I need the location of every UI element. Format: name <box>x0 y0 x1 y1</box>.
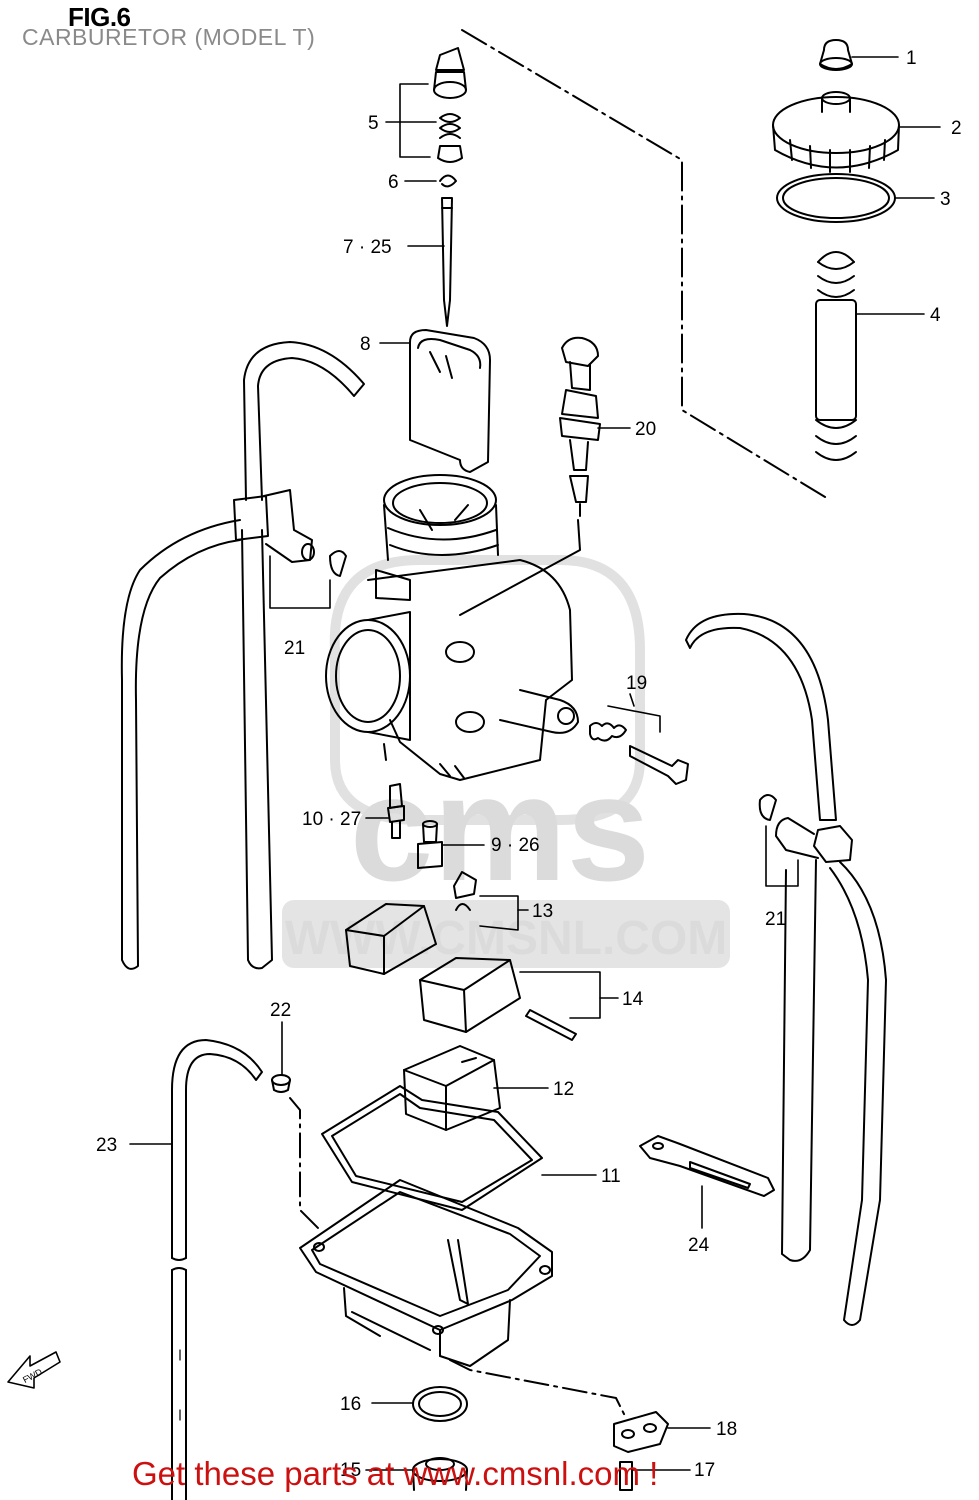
callout-6: 6 <box>388 172 399 193</box>
assembly-line-top <box>461 29 831 501</box>
callout-16: 16 <box>340 1394 361 1415</box>
figure-subtitle: CARBURETOR (MODEL T) <box>22 24 316 50</box>
assembly-line-bowl <box>289 1097 321 1231</box>
part-13-float-valve <box>453 871 519 931</box>
part-23-hose <box>171 1039 263 1500</box>
callout-22: 22 <box>270 1000 291 1021</box>
part-22-clamp <box>271 1074 291 1093</box>
part-16-o-ring <box>412 1386 468 1422</box>
callout-23: 23 <box>96 1135 117 1156</box>
part-17-screw <box>619 1461 633 1491</box>
callout-15: 15 <box>340 1460 361 1481</box>
part-1-cap <box>819 39 853 71</box>
assembly-line-drain <box>449 1359 627 1419</box>
fwd-label: FWD <box>21 1366 44 1385</box>
callout-10-27: 10 · 27 <box>302 809 361 830</box>
part-19-pilot-screw <box>589 705 689 785</box>
callout-1: 1 <box>906 48 917 69</box>
callout-4: 4 <box>930 305 941 326</box>
part-8-throttle-valve <box>409 329 491 473</box>
part-9-needle-jet <box>417 820 443 869</box>
part-2-top-cap <box>772 91 900 173</box>
part-3-o-ring <box>776 173 896 223</box>
part-14-float <box>345 903 601 1041</box>
footer-link[interactable]: Get these parts at www.cmsnl.com ! <box>132 1455 659 1492</box>
callout-9-26: 9 · 26 <box>491 835 540 856</box>
callout-21-right: 21 <box>765 909 786 930</box>
callout-5: 5 <box>368 113 379 134</box>
callout-11: 11 <box>601 1166 621 1187</box>
part-18-plate <box>613 1411 669 1453</box>
part-20-throttle-stop-screw <box>559 336 601 517</box>
callout-13: 13 <box>532 901 553 922</box>
part-11-gasket <box>321 1085 543 1211</box>
carburetor-body <box>325 474 581 781</box>
callout-18: 18 <box>716 1419 737 1440</box>
part-21-hose-left <box>120 341 365 970</box>
callout-7-25: 7 · 25 <box>343 237 392 258</box>
callout-labels: 1 2 3 4 5 6 7 · 25 8 20 21 19 10 · 27 9 … <box>21 48 962 1481</box>
callout-12: 12 <box>553 1079 574 1100</box>
figure-title: FIG.6 <box>68 2 131 32</box>
part-5-spring-set <box>399 47 467 163</box>
float-bowl <box>299 1179 553 1367</box>
callout-19: 19 <box>626 673 647 694</box>
callout-3: 3 <box>940 189 951 210</box>
callout-14: 14 <box>622 989 644 1010</box>
part-6-clip <box>439 174 457 188</box>
callout-2: 2 <box>951 118 962 139</box>
part-7-jet-needle <box>441 197 453 327</box>
watermark: cms WWW.CMSNL.COM <box>282 555 730 968</box>
callout-24: 24 <box>688 1235 710 1256</box>
part-4-cable-adjuster <box>815 251 857 461</box>
part-24-bracket <box>639 1135 775 1197</box>
fwd-arrow-icon <box>7 1351 61 1389</box>
part-21-hose-right <box>685 612 887 1326</box>
leader-lines <box>129 56 941 1471</box>
part-10-main-jet <box>387 783 405 839</box>
callout-17: 17 <box>694 1460 715 1481</box>
callout-21-left: 21 <box>284 638 305 659</box>
callout-8: 8 <box>360 334 371 355</box>
watermark-url: WWW.CMSNL.COM <box>285 912 728 965</box>
part-12-float-cover <box>403 1045 501 1131</box>
callout-20: 20 <box>635 419 656 440</box>
